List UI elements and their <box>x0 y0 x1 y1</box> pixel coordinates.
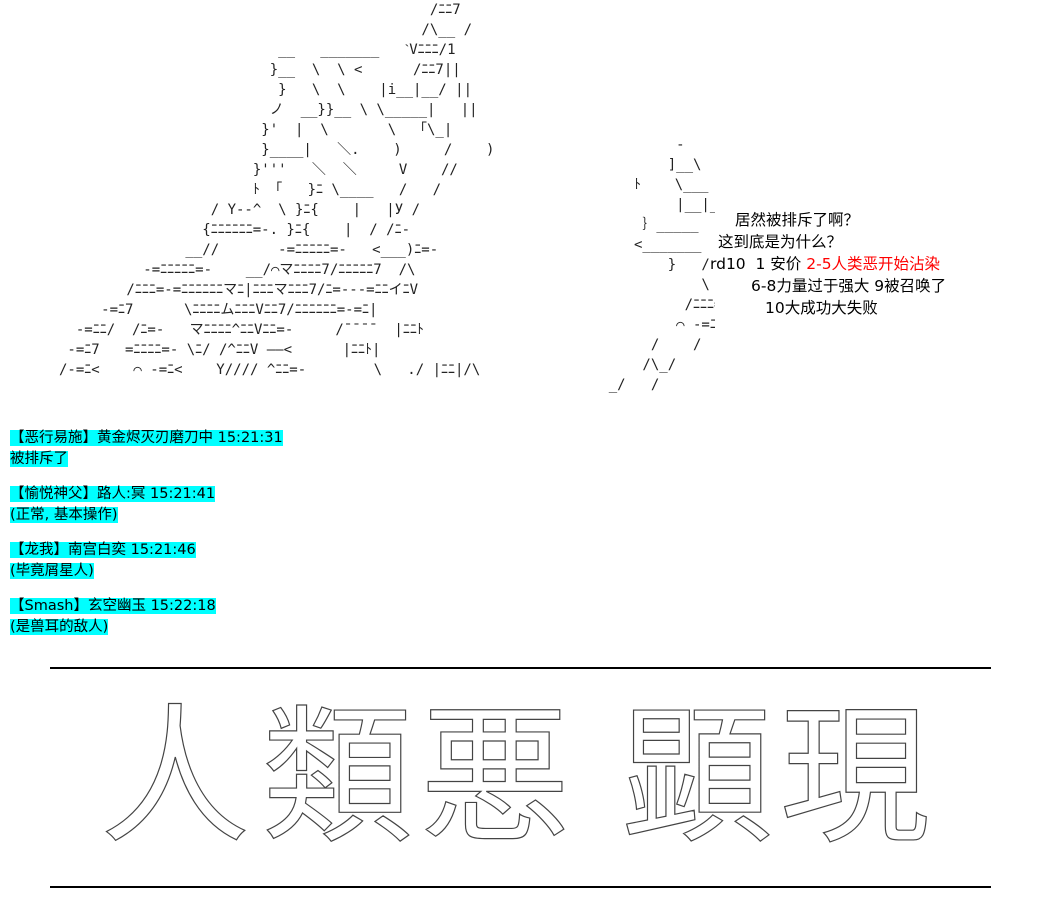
bottom-divider <box>50 886 991 888</box>
comment: 【Smash】玄空幽玉 15:22:18 (是兽耳的敌人) <box>10 595 283 637</box>
comment: 【恶行易施】黄金烬灭刃磨刀中 15:21:31 被排斥了 <box>10 427 283 469</box>
comment-header: 【Smash】玄空幽玉 15:22:18 <box>10 598 216 614</box>
comment-body: 被排斥了 <box>10 451 68 467</box>
banner-char-3: 悪 <box>419 690 571 865</box>
comment-body: (是兽耳的敌人) <box>10 619 109 635</box>
ascii-art-figure: /ﾆﾆ7 /\__ / __ _______ ˋVﾆﾆﾆ/1 }__ \ \ <… <box>59 2 495 378</box>
speech-line-3-red: 2-5人类恶开始沾染 <box>806 255 941 273</box>
comment-body: (毕竟屑星人) <box>10 563 94 579</box>
comment-body: (正常, 基本操作) <box>10 507 118 523</box>
comment: 【愉悦神父】路人:冥 15:21:41 (正常, 基本操作) <box>10 483 283 525</box>
ascii-art-side-figure: - ]__\ ﾄ \___ \ |__|____/ / ｝_____ Y | <… <box>608 137 715 393</box>
banner-char-4: 顕 <box>621 690 773 865</box>
speech-line-5: 10大成功大失败 <box>765 299 878 317</box>
speech-line-3: rd10 1 安价 2-5人类恶开始沾染 <box>710 253 940 275</box>
speech-line-4: 6-8力量过于强大 9被召唤了 <box>751 277 947 295</box>
comment: 【龙我】南宫白奕 15:21:46 (毕竟屑星人) <box>10 539 283 581</box>
comment-list: 【恶行易施】黄金烬灭刃磨刀中 15:21:31 被排斥了 【愉悦神父】路人:冥 … <box>10 427 283 651</box>
comment-header: 【龙我】南宫白奕 15:21:46 <box>10 542 196 558</box>
banner-char-1: 人 <box>99 690 251 865</box>
speech-line-1: 居然被排斥了啊？ <box>735 211 860 229</box>
banner-char-2: 類 <box>261 690 413 865</box>
comment-header: 【恶行易施】黄金烬灭刃磨刀中 15:21:31 <box>10 430 283 446</box>
speech-line-2: 这到底是为什么？ <box>718 233 843 251</box>
top-divider <box>50 667 991 669</box>
comment-header: 【愉悦神父】路人:冥 15:21:41 <box>10 486 216 502</box>
banner-char-5: 現 <box>779 690 931 865</box>
speech-line-3-prefix: rd10 1 安价 <box>710 255 807 273</box>
